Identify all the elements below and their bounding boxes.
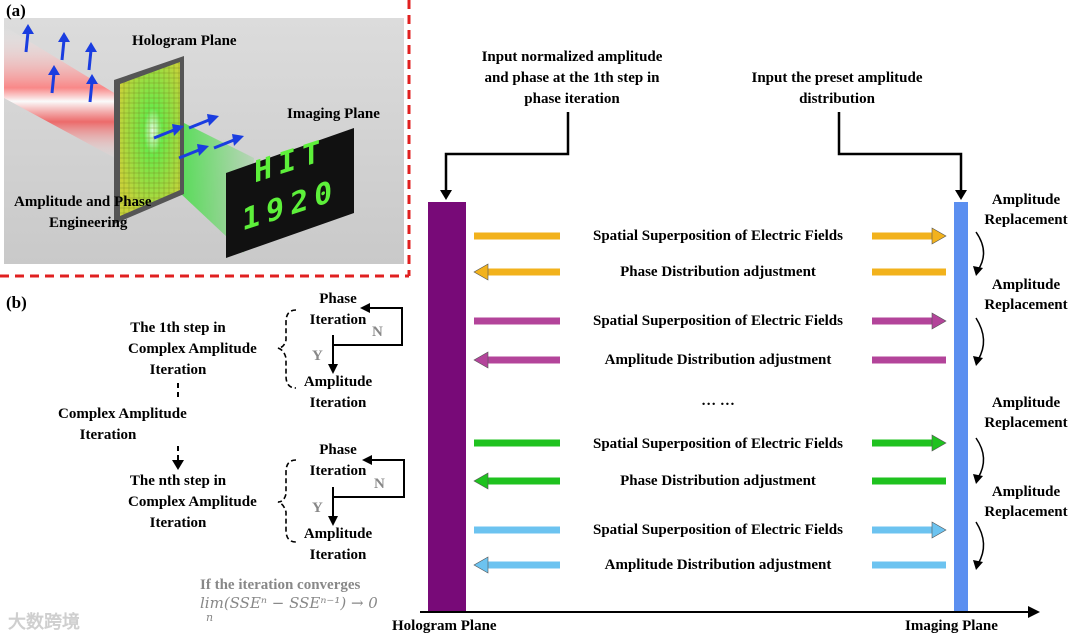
step1-amp-line2: Iteration <box>309 395 367 411</box>
row-arrow-shaft <box>872 356 946 364</box>
panel-a-illustration: Hologram Plane Imaging Plane Amplitude a… <box>4 18 404 264</box>
imaging-plane-bar <box>954 202 968 612</box>
step1-amp-line1: Amplitude <box>303 374 373 390</box>
input-left-line1: Input normalized amplitude <box>481 49 663 65</box>
row-arrow-shaft <box>474 526 560 534</box>
stepn-phase-line1: Phase <box>319 442 357 458</box>
row-label-5: Spatial Superposition of Electric Fields <box>592 436 843 452</box>
row-label-7: Spatial Superposition of Electric Fields <box>592 522 843 538</box>
imaging-screen <box>226 128 354 258</box>
replacement-2-line2: Replacement <box>984 297 1068 313</box>
output-arrows <box>153 114 244 160</box>
row-arrow-shaft <box>486 268 560 276</box>
complex-iteration-line1: Complex Amplitude <box>58 406 187 422</box>
stepn-line1: The nth step in <box>129 473 227 489</box>
row-arrow-head <box>473 263 489 281</box>
row-arrow-shaft <box>474 232 560 240</box>
imaging-plane-label: Imaging Plane <box>287 106 380 122</box>
replacement-4-line2: Replacement <box>984 504 1068 520</box>
replacement-2-line1: Amplitude <box>991 277 1061 293</box>
input-left-connector <box>444 112 570 192</box>
stepn-phase-line2: Iteration <box>309 463 367 479</box>
stepn-amp-line1: Amplitude <box>303 526 373 542</box>
row-arrow-shaft <box>872 439 934 447</box>
row-label-8: Amplitude Distribution adjustment <box>604 557 832 573</box>
row-arrow-head <box>473 472 489 490</box>
row-arrow-shaft <box>872 561 946 569</box>
row-arrows <box>473 227 947 574</box>
row-arrow-shaft <box>486 561 560 569</box>
stepn-amp-line2: Iteration <box>309 547 367 563</box>
row-arrow-head <box>931 227 947 245</box>
engineering-label-line2: Engineering <box>49 215 128 231</box>
step1-phase-line1: Phase <box>319 291 357 307</box>
step1-phase-line2: Iteration <box>309 312 367 328</box>
input-right-line2: distribution <box>799 91 875 107</box>
polarization-arrows <box>22 24 98 103</box>
stepn-line2: Complex Amplitude <box>128 494 257 510</box>
row-arrow-shaft <box>474 317 560 325</box>
row-arrow-head <box>931 312 947 330</box>
row-arrow-shaft <box>872 317 934 325</box>
panel-b-label: (b) <box>6 293 27 312</box>
converge-formula: lim(SSEⁿ − SSEⁿ⁻¹) → 0 <box>200 594 378 612</box>
input-right-line1: Input the preset amplitude <box>751 70 923 86</box>
replacement-4-line1: Amplitude <box>991 484 1061 500</box>
replacement-1-line2: Replacement <box>984 212 1068 228</box>
replacement-arrows <box>975 231 985 565</box>
row-label-3: Spatial Superposition of Electric Fields <box>592 313 843 329</box>
input-left-line2: and phase at the 1th step in <box>484 70 660 86</box>
step1-line2: Complex Amplitude <box>128 341 257 357</box>
step1-line1: The 1th step in <box>130 320 226 336</box>
converge-condition: If the iteration converges <box>200 577 361 593</box>
row-arrow-shaft <box>872 526 934 534</box>
replacement-3-line2: Replacement <box>984 415 1068 431</box>
imaging-plane-axis-label: Imaging Plane <box>905 618 998 634</box>
row-label-4: Amplitude Distribution adjustment <box>604 352 832 368</box>
ellipsis: … … <box>701 393 735 409</box>
replacement-3-line1: Amplitude <box>991 395 1061 411</box>
step1-line3: Iteration <box>149 362 207 378</box>
flowchart-connectors <box>172 303 405 543</box>
row-arrow-shaft <box>872 232 934 240</box>
row-arrow-shaft <box>474 439 560 447</box>
hologram-plane-bar <box>428 202 466 612</box>
stepn-no-label: N <box>374 476 385 492</box>
hologram-plane-axis-label: Hologram Plane <box>392 618 497 634</box>
row-label-1: Spatial Superposition of Electric Fields <box>592 228 843 244</box>
row-label-6: Phase Distribution adjustment <box>620 473 816 489</box>
row-arrow-head <box>473 556 489 574</box>
row-label-2: Phase Distribution adjustment <box>620 264 816 280</box>
replacement-1-line1: Amplitude <box>991 192 1061 208</box>
input-left-line3: phase iteration <box>524 91 620 107</box>
input-laser-beam <box>4 26 139 163</box>
input-right-connector <box>837 112 963 192</box>
row-arrow-head <box>931 521 947 539</box>
row-arrow-shaft <box>872 477 946 485</box>
row-arrow-shaft <box>486 477 560 485</box>
complex-iteration-line2: Iteration <box>79 427 137 443</box>
step1-no-label: N <box>372 324 383 340</box>
watermark: 大数跨境 <box>8 612 80 633</box>
row-arrow-head <box>931 434 947 452</box>
converge-formula-subscript: n <box>206 611 214 624</box>
row-arrow-shaft <box>872 268 946 276</box>
stepn-line3: Iteration <box>149 515 207 531</box>
engineering-label-line1: Amplitude and Phase <box>14 194 152 210</box>
row-arrow-head <box>473 351 489 369</box>
stepn-yes-label: Y <box>312 500 323 516</box>
panel-a-scene <box>4 24 354 258</box>
row-arrow-shaft <box>486 356 560 364</box>
hologram-plane-label: Hologram Plane <box>132 33 237 49</box>
panel-a-label: (a) <box>6 1 26 20</box>
step1-yes-label: Y <box>312 348 323 364</box>
